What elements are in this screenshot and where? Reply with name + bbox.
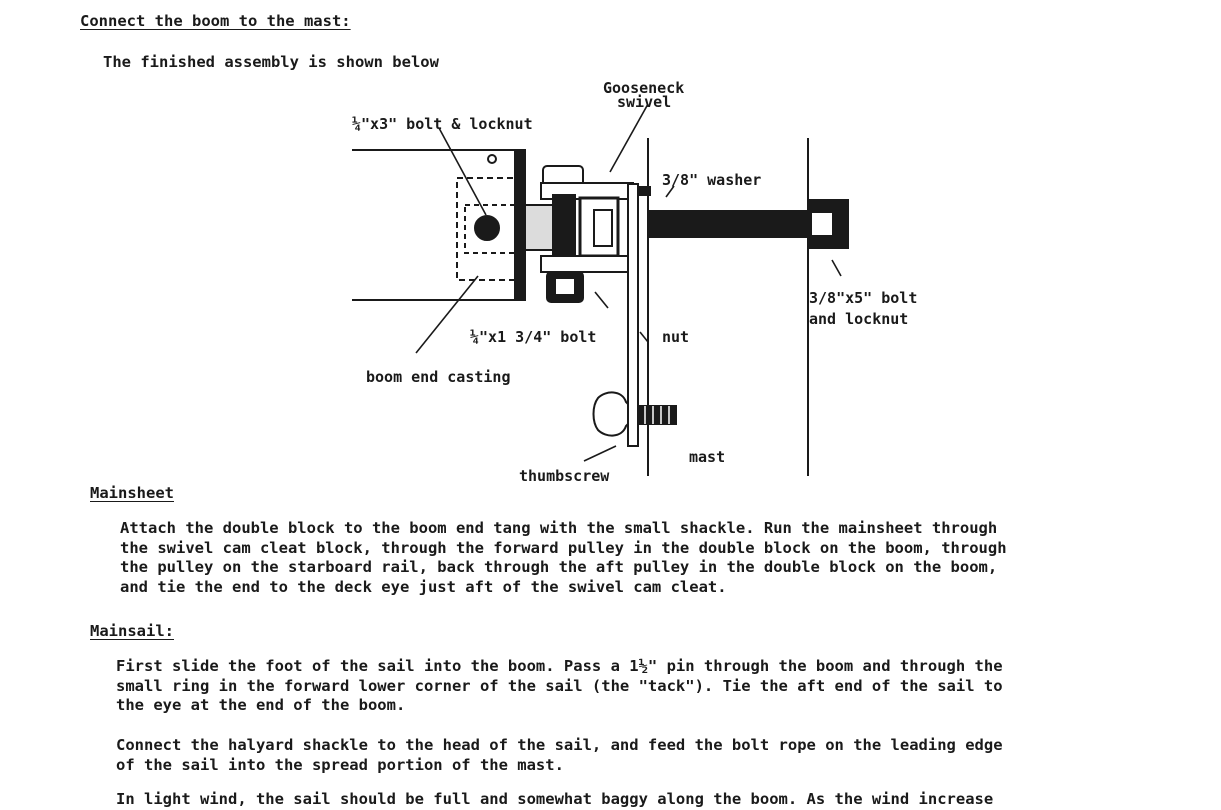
casting-hole	[487, 154, 497, 164]
section-heading: Connect the boom to the mast:	[80, 12, 351, 30]
casting-inner-outline	[464, 204, 516, 254]
quarter-x3-bolt	[474, 215, 500, 241]
three-eighths-x5-bolt	[647, 210, 819, 238]
gooseneck-leader	[609, 103, 649, 173]
label-quarter-x134-bolt: ¼"x1 3/4" bolt	[470, 328, 596, 346]
boom-end-casting-plate	[514, 149, 526, 301]
mainsail-paragraph-1: First slide the foot of the sail into th…	[116, 657, 1003, 716]
boom-end-casting-leader	[415, 275, 479, 354]
label-nut: nut	[662, 328, 689, 346]
label-swivel: swivel	[617, 93, 671, 111]
washer-mark	[637, 186, 651, 196]
quarter-x134-leader	[594, 291, 609, 309]
label-washer: 3/8" washer	[662, 171, 761, 189]
mainsheet-line: the pulley on the starboard rail, back t…	[120, 558, 998, 576]
thumbscrew-knob	[592, 391, 629, 437]
boom-tang	[524, 204, 556, 251]
mainsheet-paragraph: Attach the double block to the boom end …	[120, 519, 1007, 597]
mainsheet-line: Attach the double block to the boom end …	[120, 519, 998, 537]
mainsail-line: First slide the foot of the sail into th…	[116, 657, 1003, 675]
mainsail-line: Connect the halyard shackle to the head …	[116, 736, 1003, 754]
label-gooseneck: Gooseneck	[603, 79, 684, 97]
gooseneck-pin-block	[552, 194, 576, 258]
label-and-locknut: and locknut	[809, 310, 908, 328]
label-three-eighths-bolt: 3/8"x5" bolt	[809, 289, 917, 307]
mainsheet-line: and tie the end to the deck eye just aft…	[120, 577, 727, 596]
quarter-x3-leader	[438, 127, 487, 216]
mainsail-line: the eye at the end of the boom.	[116, 696, 406, 714]
label-mast: mast	[689, 448, 725, 466]
mast-bracket-plate	[627, 183, 639, 447]
mainsail-title: Mainsail:	[90, 622, 174, 640]
label-boom-end-casting: boom end casting	[366, 368, 511, 386]
nut-leader	[639, 331, 649, 343]
mainsail-line: small ring in the forward lower corner o…	[116, 676, 1003, 695]
mainsheet-title: Mainsheet	[90, 484, 174, 502]
label-thumbscrew: thumbscrew	[519, 467, 610, 485]
thumbscrew-thread	[637, 405, 677, 425]
locknut-leader	[831, 259, 842, 277]
label-quarter-x3-bolt: ¼"x3" bolt & locknut	[352, 115, 533, 133]
gooseneck-lower-arm	[540, 255, 634, 273]
mainsail-paragraph-2: Connect the halyard shackle to the head …	[116, 736, 1003, 775]
gooseneck-swivel-core	[593, 209, 613, 247]
mainsail-line: of the sail into the spread portion of t…	[116, 755, 564, 774]
intro-text: The finished assembly is shown below	[103, 53, 439, 71]
mainsheet-line: the swivel cam cleat block, through the …	[120, 538, 1007, 557]
washer-leader	[665, 185, 675, 198]
thumbscrew-leader	[583, 445, 617, 462]
